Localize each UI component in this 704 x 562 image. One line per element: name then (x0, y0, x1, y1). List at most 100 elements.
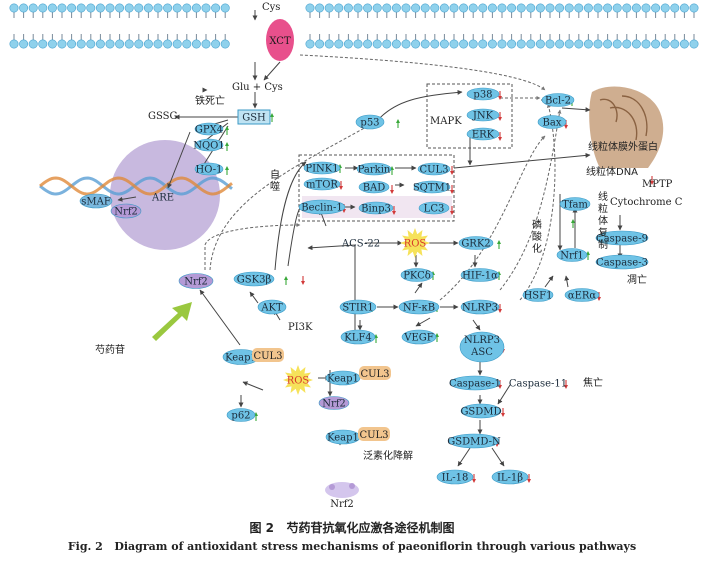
node-nqo1-label: NQO1 (193, 141, 225, 152)
node-il1b-label: IL-1β (497, 473, 523, 484)
label-xct: XCT (269, 36, 291, 47)
label-apoptosis: 凋亡 (627, 273, 647, 286)
node-are: ARE (151, 193, 174, 204)
nucleus (110, 140, 220, 250)
node-gsdmd-label: GSDMD (460, 407, 501, 418)
node-vegf: VEGF (401, 329, 437, 345)
node-il1b: IL-1β (491, 469, 529, 485)
node-tfam: Tfam (559, 197, 591, 211)
node-pkcd-label: PKCδ (403, 271, 431, 282)
label-mito-dna: 线粒体DNA (586, 165, 638, 178)
node-mtor: mTOR (303, 177, 341, 191)
node-stir1-label: STIR1 (342, 303, 373, 314)
node-klf4-label: KLF4 (344, 333, 371, 344)
node-cul3-a-label: CUL3 (419, 165, 448, 176)
figure-caption-chinese: 图 2 芍药苷抗氧化应激各途径机制图 (249, 521, 455, 535)
label-autophagy: 自噬 (270, 168, 280, 193)
node-erk-label: ERK (472, 130, 495, 141)
node-erk: ERK (466, 127, 500, 141)
node-bad-label: BAD (363, 183, 386, 194)
node-ho1-label: HO-1 (195, 165, 222, 176)
node-caspase9-label: Caspase-9 (596, 234, 648, 245)
node-nqo1: NQO1 (193, 138, 225, 152)
label-glu-cys: Glu + Cys (232, 82, 283, 93)
node-caspase3: Caspase-3 (595, 254, 649, 270)
node-beclin1-label: Beclin-1 (301, 203, 342, 214)
node-caspase1: Caspase-1 (449, 375, 501, 391)
node-binp3: Binp3 (358, 201, 394, 215)
node-jnk-label: JNK (472, 111, 494, 122)
node-gsk3b-label: GSK3β (237, 275, 272, 286)
svg-text:CUL3: CUL3 (253, 351, 282, 362)
label-phosphorylation: 磷酸化 (532, 218, 542, 255)
node-cul3-a: CUL3 (417, 162, 451, 176)
node-binp3-label: Binp3 (361, 204, 391, 215)
node-caspase3-label: Caspase-3 (596, 258, 648, 269)
node-sqtm1: SQTM1 (413, 180, 451, 194)
node-smaf: sMAF (79, 193, 113, 209)
label-paeoniflorin: 芍药苷 (95, 343, 125, 356)
node-caspase11-label: Caspase-11 (509, 379, 567, 390)
figure-caption-english: Fig. 2 Diagram of antioxidant stress mec… (67, 540, 637, 553)
svg-text:ASC: ASC (470, 347, 493, 358)
node-nrf2-mid: Nrf2 (318, 396, 350, 410)
autophagy-box (298, 154, 455, 222)
node-bcl2-label: Bcl-2 (545, 96, 571, 107)
node-gsdmd: GSDMD (460, 403, 502, 419)
label-cytochrome-c: Cytochrome C (610, 197, 683, 208)
node-caspase9: Caspase-9 (595, 230, 649, 246)
dna-helix (39, 176, 233, 196)
node-gpx4: GPX4 (194, 122, 224, 136)
node-lc3-label: LC3 (424, 204, 445, 215)
node-keap1-left-label: Keap1 (225, 353, 257, 364)
node-cul3-mid: CUL3 (359, 366, 391, 380)
node-gsh: GSH (237, 109, 271, 125)
node-hif1a: HIF-1α (460, 268, 500, 282)
label-mapk: MAPK (430, 116, 462, 127)
node-nrf2-mid-label: Nrf2 (322, 399, 346, 410)
node-pink1-label: PINK1 (305, 164, 338, 175)
node-hsf1-label: HSF1 (524, 291, 553, 302)
node-are-label: ARE (151, 193, 174, 204)
node-caspase1-label: Caspase-1 (449, 379, 501, 390)
node-sqtm1-label: SQTM1 (413, 183, 451, 194)
node-il18: IL-18 (436, 469, 474, 485)
node-p62: p62 (226, 408, 256, 422)
node-cul3-left: CUL3 (252, 348, 284, 362)
node-pink1: PINK1 (303, 161, 341, 175)
node-smaf-label: sMAF (81, 197, 111, 208)
node-vegf-label: VEGF (403, 333, 434, 344)
node-p53: p53 (355, 114, 385, 130)
node-nrf2-nucleus: Nrf2 (110, 203, 142, 219)
node-il18-label: IL-18 (442, 473, 469, 484)
node-p38-label: p38 (473, 90, 492, 101)
label-mptp: MPTP (642, 179, 673, 190)
label-pyroptosis: 焦亡 (583, 376, 603, 389)
node-hsf1: HSF1 (522, 288, 554, 302)
svg-text:NLRP3: NLRP3 (464, 335, 500, 346)
label-mito-membrane-protein: 线粒体膜外蛋白 (588, 140, 658, 153)
node-nrf2-nucleus-label: Nrf2 (114, 207, 138, 218)
label-pi3k: PI3K (288, 322, 313, 333)
node-tfam-label: Tfam (562, 200, 588, 211)
node-ros-left: ROS (283, 365, 313, 395)
svg-text:CUL3: CUL3 (359, 430, 388, 441)
node-cul3-low: CUL3 (358, 427, 390, 441)
cell-membrane (9, 3, 699, 61)
node-pkcd: PKCδ (400, 268, 434, 282)
node-parkin-label: Parkin (358, 165, 391, 176)
node-hif1a-label: HIF-1α (462, 271, 498, 282)
node-acs22: ACS-22 (341, 239, 380, 250)
label-ferroptosis: 铁死亡 (195, 94, 225, 107)
node-gsk3b: GSK3β (233, 271, 275, 287)
xct-transporter (266, 19, 294, 61)
node-nlrp3-label: NLRP3 (462, 303, 498, 314)
node-keap1-mid-label: Keap1 (327, 374, 359, 385)
node-bcl2: Bcl-2 (541, 93, 575, 107)
svg-text:Nrf2: Nrf2 (330, 499, 354, 510)
node-keap1-mid: Keap1 (325, 370, 361, 386)
node-p38: p38 (466, 87, 500, 101)
